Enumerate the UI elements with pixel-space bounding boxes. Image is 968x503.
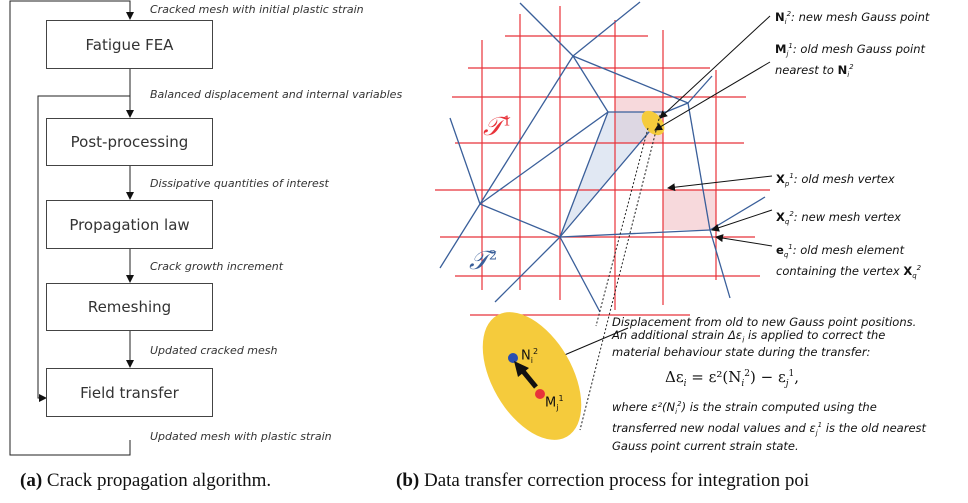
zoom-inset: [482, 312, 582, 440]
box-propagation-law: Propagation law: [46, 200, 213, 249]
new-gauss-point-marker: [508, 353, 518, 363]
edge-label-balanced: Balanced displacement and internal varia…: [150, 88, 403, 101]
new-mesh: [439, 1, 766, 313]
flowchart-connectors: [9, 0, 134, 456]
old-element-shade-right: [663, 190, 716, 230]
edge-label-initial: Cracked mesh with initial plastic strain: [150, 3, 364, 16]
zoom-label-new-point: Ni2: [521, 347, 539, 365]
outer-loop-line: [9, 0, 131, 456]
edge-label-updated-mesh: Updated cracked mesh: [150, 344, 278, 357]
edge-label-plastic-strain: Updated mesh with plastic strain: [150, 430, 332, 443]
box-post-processing: Post-processing: [46, 118, 213, 166]
caption-a: (a) Crack propagation algorithm.: [20, 470, 272, 491]
zoom-ellipse: [482, 312, 582, 440]
annotation-old-gauss-point: Mj1: old mesh Gauss point nearest to Ni2: [775, 41, 926, 80]
caption-b: (b) Data transfer correction process for…: [396, 470, 810, 491]
annotation-old-vertex: Xp1: old mesh vertex: [776, 171, 895, 189]
annotation-old-element: eq1: old mesh element containing the ver…: [776, 242, 922, 281]
annotation-new-gauss-point: Ni2: new mesh Gauss point: [775, 9, 930, 27]
box-field-transfer: Field transfer: [46, 368, 213, 417]
box-remeshing: Remeshing: [46, 283, 213, 331]
old-gauss-point-marker: [535, 389, 545, 399]
correction-description: Displacement from old to new Gauss point…: [612, 315, 917, 360]
annotation-new-vertex: Xq2: new mesh vertex: [776, 209, 901, 227]
inner-loop-line: [37, 95, 130, 402]
edge-label-crack-growth: Crack growth increment: [150, 260, 284, 273]
tau1-label: 𝒯1: [483, 112, 512, 142]
zoom-label-old-point: Mj1: [545, 394, 564, 412]
strain-equation: Δεi = ε²(Ni2) − εj1,: [665, 368, 800, 389]
old-mesh-grid: [435, 6, 770, 316]
box-fatigue-fea: Fatigue FEA: [46, 20, 213, 69]
displacement-arrow-head: [514, 361, 529, 377]
edge-label-dissipative: Dissipative quantities of interest: [150, 177, 329, 190]
displacement-arrow-shaft: [520, 368, 538, 389]
equation-explanation: where ε²(Ni2) is the strain computed usi…: [612, 399, 927, 454]
tau2-label: 𝒯2: [469, 246, 498, 276]
